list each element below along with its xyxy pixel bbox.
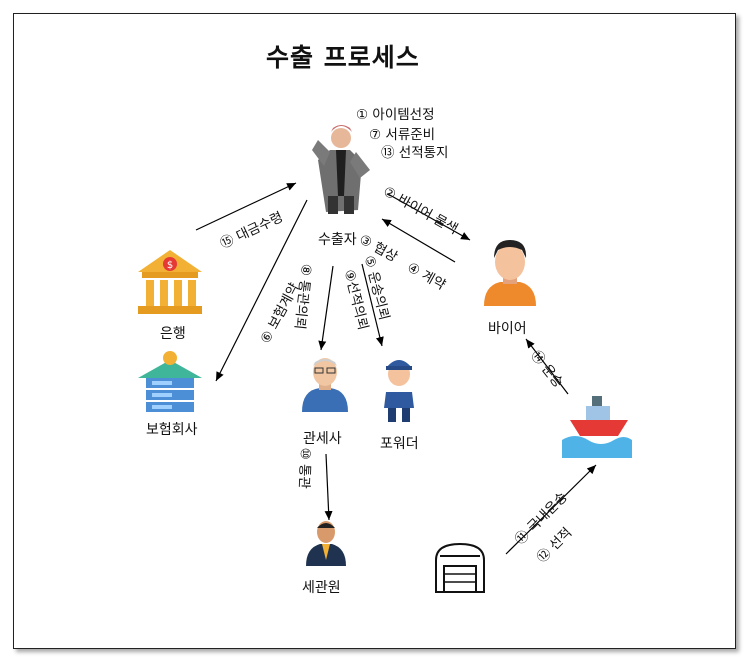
- edge-10-broker-to-officer: [326, 454, 329, 520]
- customs-broker-icon: [302, 358, 348, 412]
- node-buyer-label: 바이어: [488, 318, 527, 338]
- node-insurance-label: 보험회사: [146, 419, 198, 439]
- svg-text:$: $: [167, 260, 173, 271]
- exporter-task-13: ⑬ 선적통지: [381, 141, 448, 161]
- node-exporter-label: 수출자: [318, 229, 357, 249]
- ship-icon: [562, 396, 632, 458]
- forwarder-icon: [384, 360, 414, 422]
- buyer-icon: [484, 240, 536, 306]
- node-customs-broker-label: 관세사: [303, 428, 342, 448]
- node-customs-officer-label: 세관원: [302, 577, 341, 597]
- edge-8-exporter-to-broker: [321, 266, 333, 350]
- exporter-task-1: ① 아이템선정: [356, 103, 435, 123]
- bank-icon: $: [138, 250, 202, 314]
- customs-officer-icon: [306, 521, 346, 566]
- insurance-company-icon: [138, 351, 202, 412]
- exporter-task-7: ⑦ 서류준비: [369, 123, 435, 143]
- exporter-icon: [312, 125, 370, 214]
- edge-label-10: ⑩ 통관: [296, 447, 317, 489]
- node-forwarder-label: 포워더: [380, 433, 419, 453]
- warehouse-icon: [436, 544, 484, 592]
- node-bank-label: 은행: [160, 323, 186, 343]
